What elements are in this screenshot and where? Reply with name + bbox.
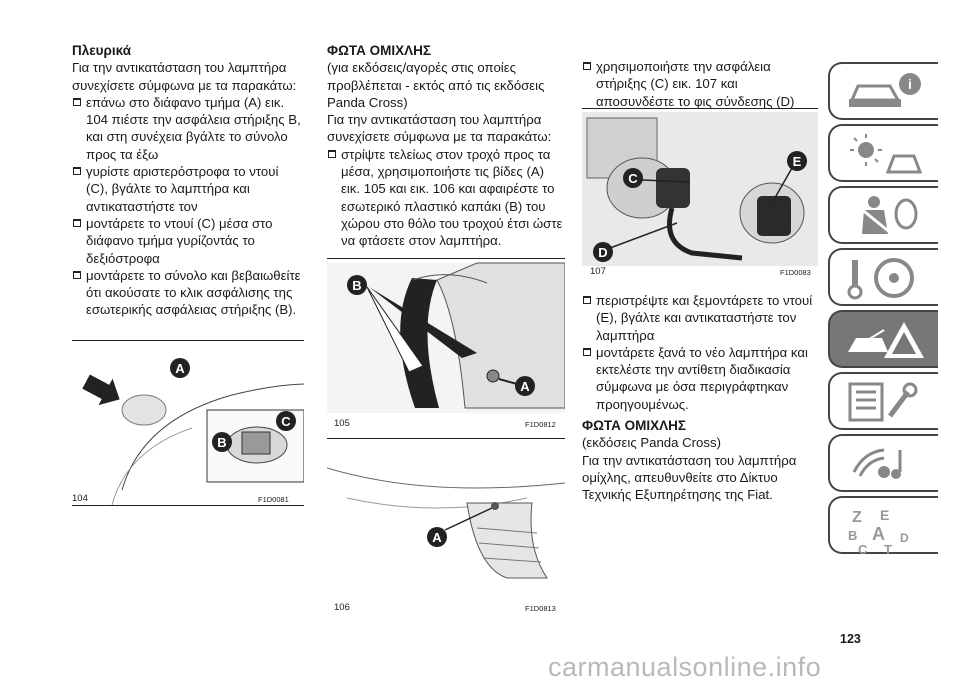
figure-number: 106 [334,602,350,613]
column-2: ΦΩΤΑ ΟΜΙΧΛΗΣ (για εκδόσεις/αγορές στις ο… [327,42,565,250]
section-title-side-lights: Πλευρικά [72,43,132,58]
column-3-bottom: περιστρέψτε και ξεμοντάρετε το ντουί (E)… [582,292,818,504]
section-title-fog-lights-cross: ΦΩΤΑ ΟΜΙΧΛΗΣ [582,418,687,434]
svg-text:T: T [884,542,892,556]
svg-text:E: E [880,507,889,523]
figure-105: B A [327,258,565,413]
figure-104: A B C [72,340,304,506]
figure-code: F1D0083 [780,268,811,277]
tab-airbag-seatbelt[interactable] [828,186,938,244]
tab-steering-key[interactable] [828,248,938,306]
intro-text: Για την αντικατάσταση του λαμπτήρα συνεχ… [327,112,552,145]
step-item: μοντάρετε το σύνολο και βεβαιωθείτε ότι … [72,267,304,319]
figure-code: F1D0081 [258,495,289,504]
figure-106-illustration: A [327,438,565,579]
step-item: μοντάρετε το ντουί (C) μέσα στο διάφανο … [72,215,304,267]
dashboard-lights-icon [850,134,923,174]
callout-a: A [432,530,442,545]
step-item: μοντάρετε ξανά το νέο λαμπτήρα και εκτελ… [582,344,818,413]
svg-text:C: C [858,542,868,556]
callout-b: B [352,278,361,293]
figure-code: F1D0813 [525,604,556,613]
callout-d: D [598,245,607,260]
column-3-top: χρησιμοποιήστε την ασφάλεια στήριξης (C)… [582,58,818,110]
figure-number: 105 [334,418,350,429]
callout-b: B [217,435,226,450]
figure-104-illustration: A B C [72,340,304,506]
maintenance-list-icon [848,382,918,422]
step-item: γυρίστε αριστερόστροφα το ντουί (C), βγά… [72,163,304,215]
svg-text:D: D [900,531,909,545]
step-item: χρησιμοποιήστε την ασφάλεια στήριξης (C)… [582,58,818,110]
svg-text:B: B [848,528,857,543]
svg-text:i: i [908,76,912,92]
subtitle-text: (εκδόσεις Panda Cross) [582,435,721,451]
airbag-seatbelt-icon [859,196,918,236]
figure-107: E C D [582,108,818,268]
figure-106: A [327,438,565,598]
callout-e: E [793,154,802,169]
body-text: Για την αντικατάσταση του λαμπτήρα ομίχλ… [582,452,797,503]
column-1: Πλευρικά Για την αντικατάσταση του λαμπτ… [72,42,304,319]
step-item: επάνω στο διάφανο τμήμα (A) εικ. 104 πιέ… [72,94,304,163]
tab-index[interactable]: Z E B A D C T [828,496,938,556]
tab-multimedia[interactable] [828,434,938,492]
tab-car-warning[interactable] [828,310,938,368]
tab-maintenance[interactable] [828,372,938,430]
svg-text:A: A [872,524,885,544]
car-info-icon: i [849,73,921,107]
intro-text: Για την αντικατάσταση του λαμπτήρα συνεχ… [72,60,297,93]
svg-text:Z: Z [852,509,862,526]
tab-car-info[interactable]: i [828,62,938,120]
step-item: στρίψτε τελείως στον τροχό προς τα μέσα,… [327,146,565,250]
tab-dashboard-lights[interactable] [828,124,938,182]
watermark: carmanualsonline.info [548,652,822,682]
figure-code: F1D0812 [525,420,556,429]
callout-c: C [628,171,638,186]
figure-number: 107 [590,266,606,277]
subtitle-text: (για εκδόσεις/αγορές στις οποίες προβλέπ… [327,60,545,110]
index-letters-icon: Z E B A D C T [848,507,909,556]
section-title-fog-lights: ΦΩΤΑ ΟΜΙΧΛΗΣ [327,43,432,58]
callout-c: C [281,414,291,429]
callout-a: A [175,361,185,376]
steering-key-icon [847,258,914,300]
step-item: περιστρέψτε και ξεμοντάρετε το ντουί (E)… [582,292,818,344]
figure-105-illustration: B A [327,258,565,413]
page-number: 123 [840,632,861,646]
figure-107-illustration: E C D [582,108,818,266]
multimedia-icon [852,448,902,479]
callout-a: A [520,379,530,394]
car-warning-triangle-icon [848,322,924,358]
figure-number: 104 [72,493,88,504]
